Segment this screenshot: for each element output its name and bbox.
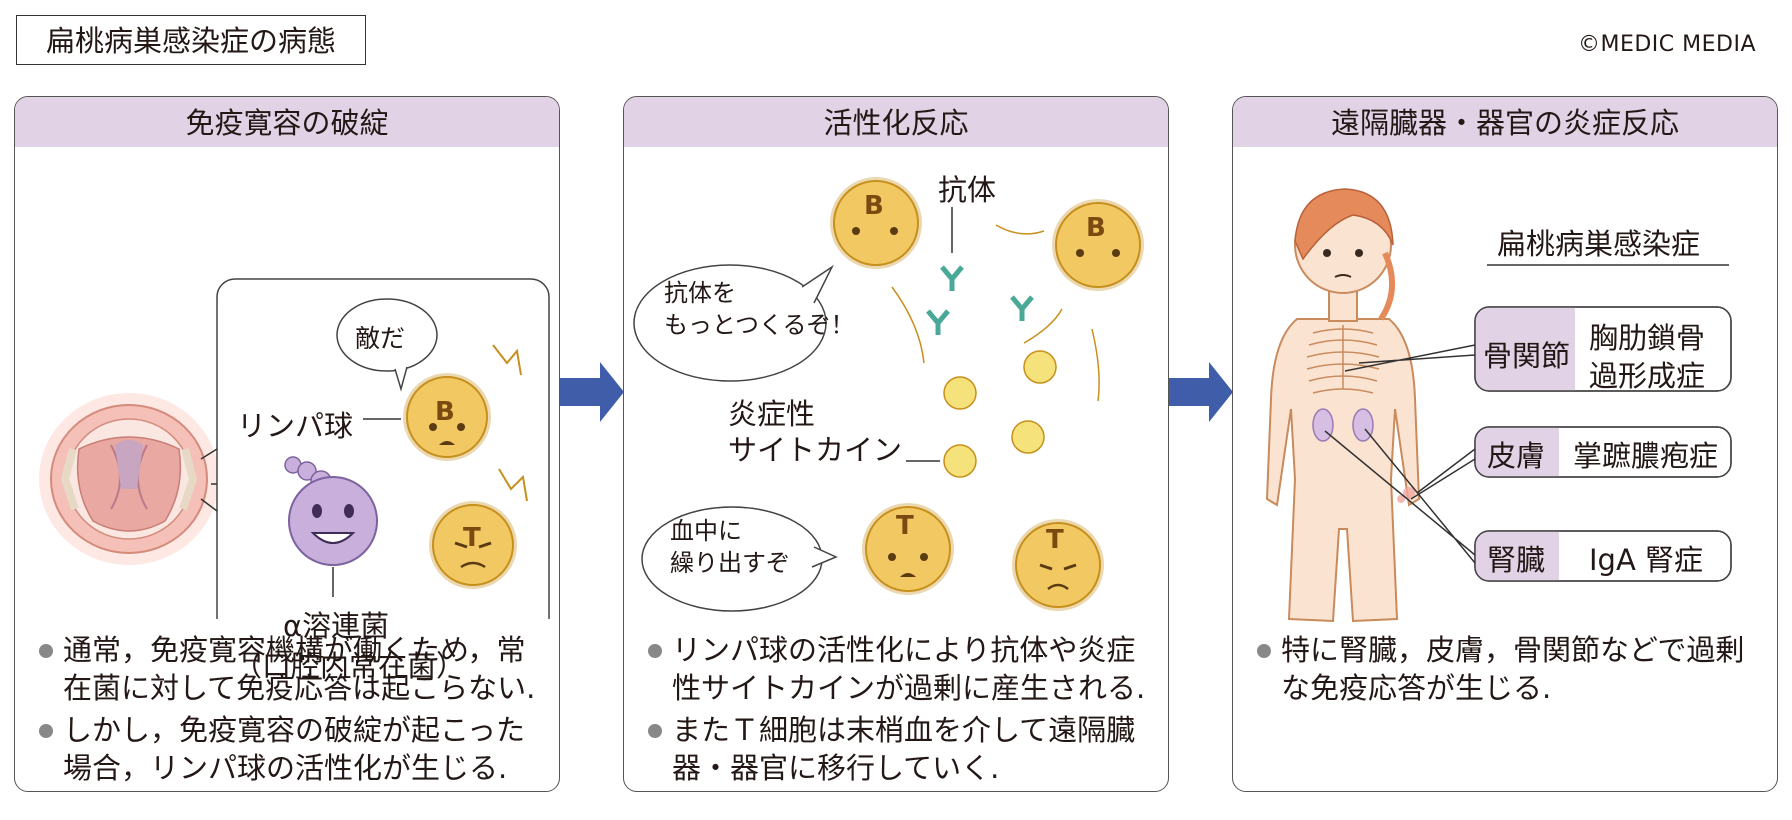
antibody-icon xyxy=(926,265,1034,335)
bullet-item: 通常，免疫寛容機構が働くため，常在菌に対して免疫応答は起こらない. xyxy=(37,631,545,707)
bacteria-label: α溶連菌 xyxy=(283,609,390,643)
panel-header: 活性化反応 xyxy=(624,97,1168,147)
child-figure xyxy=(1265,188,1421,623)
cytokine-label: サイトカイン xyxy=(728,433,903,467)
bubble-text-line: 血中に xyxy=(670,517,742,545)
section-subtitle: 扁桃病巣感染症 xyxy=(1497,227,1701,261)
organ-box-kidney xyxy=(1474,530,1732,582)
b-cell xyxy=(1052,199,1144,291)
t-cell xyxy=(1012,519,1104,611)
t-cell-letter: T xyxy=(1046,525,1064,555)
alpha-streptococcus xyxy=(284,456,378,597)
lymphocyte-label: リンパ球 xyxy=(237,409,354,443)
disease-label: 胸肋鎖骨 xyxy=(1589,321,1706,355)
organ-label-bone-joint: 骨関節 xyxy=(1483,339,1571,373)
disease-label: IgA 腎症 xyxy=(1589,543,1704,577)
organ-box-skin xyxy=(1474,426,1732,478)
b-cell-letter: B xyxy=(435,397,455,427)
bullet-item: 特に腎臓，皮膚，骨関節などで過剰な免疫応答が生じる. xyxy=(1255,631,1763,707)
b-cell-letter: B xyxy=(864,191,884,221)
disease-label: 過形成症 xyxy=(1589,359,1706,393)
organ-label-kidney: 腎臓 xyxy=(1487,543,1546,577)
speech-bubble-enemy xyxy=(336,298,438,392)
b-cell-letter: B xyxy=(1086,213,1106,243)
antibody-label: 抗体 xyxy=(938,173,997,207)
enemy-bubble-text: 敵だ xyxy=(355,324,406,353)
bubble-text-line: 抗体を xyxy=(664,279,736,307)
b-cell xyxy=(830,177,922,269)
panel-activation: 活性化反応 xyxy=(623,96,1169,792)
organ-box-bone-joint xyxy=(1474,306,1732,392)
t-cell xyxy=(862,503,954,595)
bullet-item: しかし，免疫寛容の破綻が起こった場合，リンパ球の活性化が生じる. xyxy=(37,711,545,787)
panel-header: 免疫寛容の破綻 xyxy=(15,97,559,147)
bullet-list: リンパ球の活性化により抗体や炎症性サイトカインが過剰に産生される. またＴ細胞は… xyxy=(646,631,1154,791)
bubble-text-line: もっとつくるぞ！ xyxy=(664,311,855,339)
copyright: ©MEDIC MEDIA xyxy=(1577,32,1756,57)
bullet-list: 通常，免疫寛容機構が働くため，常在菌に対して免疫応答は起こらない. しかし，免疫… xyxy=(37,631,545,791)
t-cell-letter: T xyxy=(896,511,914,541)
activation-illustration xyxy=(633,177,1144,612)
speech-bubble-antibody xyxy=(633,264,834,382)
b-cell xyxy=(403,373,491,461)
bubble-text-line: 繰り出すぞ xyxy=(670,549,790,577)
panel-remote-inflammation: 遠隔臓器・器官の炎症反応 xyxy=(1232,96,1778,792)
cytokine-icon xyxy=(943,350,1057,478)
organ-label-skin: 皮膚 xyxy=(1487,439,1546,473)
page-title: 扁桃病巣感染症の病態 xyxy=(16,15,366,65)
flow-arrow-icon xyxy=(1169,362,1233,422)
panel-header: 遠隔臓器・器官の炎症反応 xyxy=(1233,97,1777,147)
bacteria-sublabel: （口腔内常在菌） xyxy=(233,649,466,683)
t-cell xyxy=(429,501,517,589)
patient-illustration xyxy=(1265,188,1732,623)
bullet-list: 特に腎臓，皮膚，骨関節などで過剰な免疫応答が生じる. xyxy=(1255,631,1763,711)
mouth-illustration xyxy=(39,393,219,565)
flow-arrow-icon xyxy=(560,362,624,422)
cytokine-label: 炎症性 xyxy=(728,397,816,431)
bullet-item: またＴ細胞は末梢血を介して遠隔臓器・器官に移行していく. xyxy=(646,711,1154,787)
bullet-item: リンパ球の活性化により抗体や炎症性サイトカインが過剰に産生される. xyxy=(646,631,1154,707)
disease-label: 掌蹠膿疱症 xyxy=(1573,439,1719,473)
speech-bubble-blood xyxy=(641,506,838,612)
panel-immune-tolerance: 免疫寛容の破綻 xyxy=(14,96,560,792)
t-cell-letter: T xyxy=(463,523,481,553)
tolerance-illustration xyxy=(39,278,550,619)
